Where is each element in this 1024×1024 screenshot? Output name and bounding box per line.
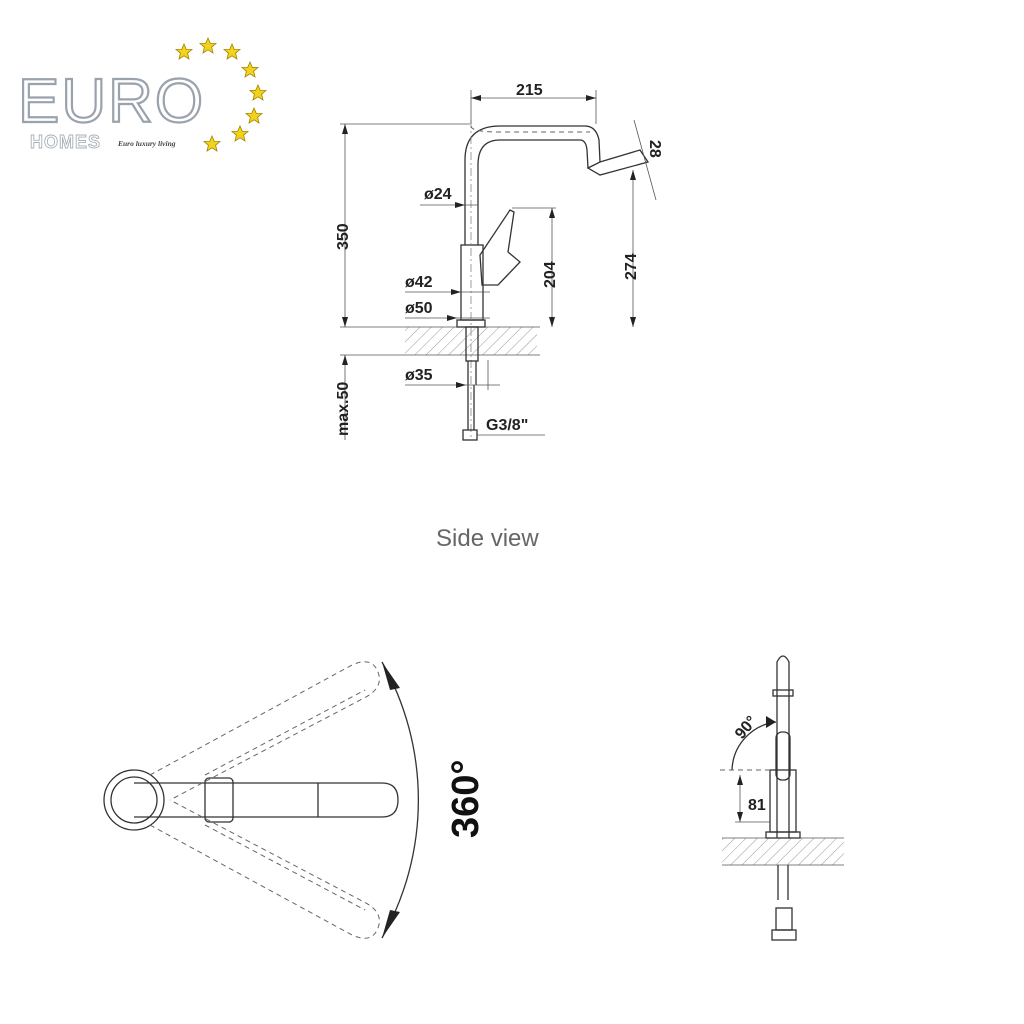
dim-hole-dia: ø35	[405, 367, 433, 384]
front-countertop	[722, 838, 844, 865]
euro-homes-logo: EURO HOMES Euro luxury living	[17, 36, 268, 152]
dim-body-dia: ø42	[405, 274, 433, 291]
top-view: 360°	[103, 661, 487, 939]
dim-base-dia: ø50	[405, 300, 433, 317]
logo-sub: HOMES	[30, 132, 101, 152]
dim-lever-angle: 90°	[732, 713, 761, 742]
logo-star-icon	[198, 36, 218, 54]
logo-star-icon	[248, 83, 268, 101]
star-ring	[174, 36, 268, 152]
logo-star-icon	[174, 42, 194, 60]
side-view: 215 28 350 ø24 204 274 ø42 ø50	[335, 82, 663, 552]
dim-spout-dia: 28	[646, 140, 663, 158]
dim-handle-height: 204	[542, 261, 559, 288]
dim-outlet-height: 274	[623, 253, 640, 280]
logo-star-icon	[202, 134, 222, 152]
dim-rotation: 360°	[445, 759, 487, 838]
dim-lever-clearance: 81	[748, 797, 766, 814]
front-view: 90° 81	[720, 655, 844, 941]
logo-star-icon	[230, 124, 250, 142]
dim-reach: 215	[516, 82, 543, 99]
side-view-caption: Side view	[436, 525, 539, 552]
logo-star-icon	[240, 60, 260, 78]
logo-star-icon	[222, 42, 242, 60]
logo-star-icon	[244, 106, 264, 124]
dim-connection: G3/8"	[486, 417, 528, 434]
dim-pipe-dia: ø24	[424, 186, 452, 203]
logo-slogan: Euro luxury living	[117, 139, 176, 148]
logo-brand: EURO	[18, 67, 205, 136]
dim-max-thickness: max.50	[335, 382, 352, 436]
dim-height: 350	[335, 223, 352, 250]
